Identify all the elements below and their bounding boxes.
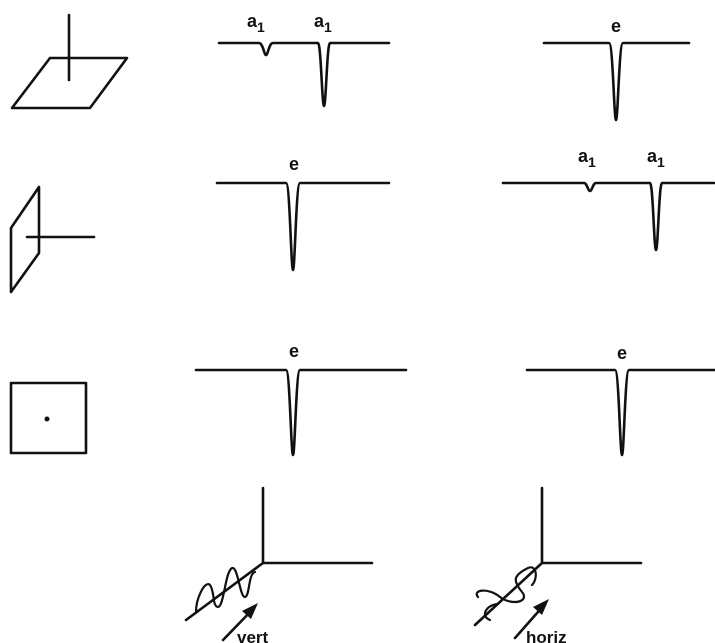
face-on-axis-dot [44, 416, 50, 422]
polarization-vertical: vert [184, 486, 374, 643]
axes-corner [261, 486, 374, 565]
vertical-plane-parallelogram [9, 185, 41, 294]
trace-line [542, 41, 691, 122]
axes-corner [540, 486, 643, 565]
trace-row3-left: e [194, 341, 408, 457]
polarization-label: vert [237, 628, 269, 643]
orientation-vertical-plane-side [9, 185, 96, 294]
polarization-horizontal: horiz [473, 486, 643, 643]
horizontal-plane-parallelogram [10, 56, 129, 110]
peak-label: e [289, 341, 299, 361]
trace-row2-right: a1 a1 [501, 146, 715, 252]
peak-label: a1 [314, 11, 332, 35]
orientation-face-on [9, 381, 88, 455]
peak-label: a1 [247, 11, 265, 35]
trace-line [215, 181, 391, 272]
trace-row2-left: e [215, 154, 391, 272]
trace-row3-right: e [525, 343, 715, 457]
trace-row1-right: e [542, 16, 691, 122]
peak-label: a1 [578, 146, 596, 170]
trace-line [217, 41, 391, 108]
peak-label: e [289, 154, 299, 174]
trace-line [525, 368, 715, 457]
trace-line [194, 368, 408, 457]
propagation-arrow-icon [221, 603, 258, 642]
trace-line [501, 181, 715, 252]
peak-label: e [611, 16, 621, 36]
beam-line [473, 561, 544, 627]
horizontal-wave-lower [483, 602, 500, 622]
polarization-label: horiz [526, 628, 567, 643]
trace-row1-left: a1 a1 [217, 11, 391, 108]
horizontal-wave [475, 566, 537, 604]
vertical-wave [194, 566, 257, 614]
peak-label: a1 [647, 146, 665, 170]
propagation-arrow-icon [513, 599, 549, 640]
peak-label: e [617, 343, 627, 363]
orientation-horizontal-plane [10, 13, 129, 110]
face-on-square [9, 381, 88, 455]
